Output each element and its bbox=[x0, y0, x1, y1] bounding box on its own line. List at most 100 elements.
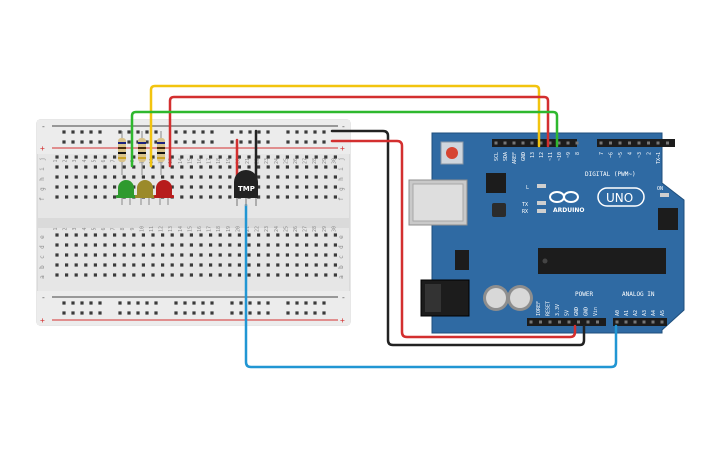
digital-pin-label: 13 bbox=[530, 152, 536, 158]
breadboard-hole bbox=[237, 165, 241, 169]
breadboard-hole bbox=[295, 233, 299, 237]
resistors[interactable] bbox=[118, 131, 165, 175]
header-pin[interactable] bbox=[618, 141, 622, 145]
header-pin[interactable] bbox=[521, 141, 525, 145]
breadboard-hole bbox=[113, 263, 117, 267]
header-pin[interactable] bbox=[660, 320, 664, 324]
resistor-2[interactable] bbox=[138, 131, 146, 175]
breadboard-hole bbox=[103, 195, 107, 199]
header-pin[interactable] bbox=[642, 320, 646, 324]
header-pin[interactable] bbox=[596, 320, 599, 324]
column-label: 4 bbox=[82, 227, 88, 230]
rail-hole bbox=[127, 140, 131, 144]
breadboard-hole bbox=[151, 185, 155, 189]
header-pin[interactable] bbox=[651, 320, 655, 324]
green-led[interactable] bbox=[116, 180, 136, 205]
breadboard-hole bbox=[333, 175, 337, 179]
column-label: 23 bbox=[264, 226, 270, 232]
row-label: a bbox=[338, 275, 345, 279]
header-pin[interactable] bbox=[494, 141, 498, 145]
breadboard-hole bbox=[247, 155, 251, 159]
header-pin[interactable] bbox=[656, 141, 660, 145]
header-pin[interactable] bbox=[586, 320, 590, 324]
breadboard-hole bbox=[74, 185, 78, 189]
header-pins bbox=[494, 141, 669, 324]
rail-hole bbox=[145, 140, 149, 144]
header-pin[interactable] bbox=[529, 320, 533, 324]
breadboard-hole bbox=[324, 233, 328, 237]
5v-power-wire[interactable] bbox=[330, 139, 577, 339]
breadboard-hole bbox=[84, 233, 88, 237]
rail-hole bbox=[266, 311, 270, 315]
breadboard-hole bbox=[276, 165, 280, 169]
breadboard-hole bbox=[93, 253, 97, 257]
header-pin[interactable] bbox=[615, 320, 619, 324]
header-pin[interactable] bbox=[557, 141, 561, 145]
rail-hole bbox=[118, 130, 122, 134]
row-label: f bbox=[338, 197, 345, 201]
header-pin[interactable] bbox=[566, 141, 570, 145]
sensor-signal-wire[interactable] bbox=[244, 203, 618, 369]
breadboard[interactable]: - + - + - + - + 112233445566778899101011… bbox=[36, 119, 351, 326]
breadboard-hole bbox=[170, 263, 174, 267]
resistor-3[interactable] bbox=[157, 131, 165, 175]
onboard-rx-led bbox=[537, 209, 546, 213]
header-pin[interactable] bbox=[548, 141, 552, 145]
header-pin[interactable] bbox=[539, 141, 543, 145]
header-pin[interactable] bbox=[666, 141, 669, 145]
resistor-1[interactable] bbox=[118, 131, 126, 175]
breadboard-hole bbox=[170, 243, 174, 247]
column-label: 23 bbox=[264, 158, 270, 164]
header-pin[interactable] bbox=[558, 320, 561, 324]
temperature-sensor[interactable]: TMP bbox=[234, 170, 258, 206]
header-pin[interactable] bbox=[503, 141, 507, 145]
header-pin[interactable] bbox=[539, 320, 542, 324]
rail-hole bbox=[266, 130, 270, 134]
header-pin[interactable] bbox=[567, 320, 571, 324]
breadboard-hole bbox=[55, 185, 59, 189]
header-pin[interactable] bbox=[548, 320, 552, 324]
header-pin[interactable] bbox=[647, 141, 650, 145]
yellow-led[interactable] bbox=[135, 180, 155, 205]
breadboard-hole bbox=[189, 233, 193, 237]
header-pin[interactable] bbox=[599, 141, 603, 145]
wires[interactable] bbox=[130, 84, 618, 369]
rail-hole bbox=[71, 311, 75, 315]
breadboard-hole bbox=[65, 253, 69, 257]
header-pin[interactable] bbox=[577, 320, 580, 324]
header-pin[interactable] bbox=[530, 141, 534, 145]
breadboard-hole bbox=[305, 243, 309, 247]
reset-button-cap[interactable] bbox=[446, 147, 458, 159]
rail-hole bbox=[118, 301, 122, 305]
red-signal-wire[interactable] bbox=[168, 95, 550, 168]
breadboard-hole bbox=[74, 243, 78, 247]
yellow-wire[interactable] bbox=[149, 84, 541, 168]
green-wire[interactable] bbox=[130, 110, 559, 168]
breadboard-hole bbox=[333, 185, 337, 189]
header-pin[interactable] bbox=[637, 141, 641, 145]
digital-pin-label: SDA bbox=[503, 152, 509, 161]
header-pin[interactable] bbox=[512, 141, 516, 145]
breadboard-hole bbox=[228, 155, 232, 159]
header-pin[interactable] bbox=[633, 320, 637, 324]
breadboard-hole bbox=[295, 195, 299, 199]
rail-hole bbox=[192, 140, 196, 144]
header-pin[interactable] bbox=[624, 320, 628, 324]
header-pin[interactable] bbox=[628, 141, 631, 145]
breadboard-hole bbox=[55, 273, 59, 277]
breadboard-hole bbox=[141, 243, 145, 247]
breadboard-hole bbox=[228, 253, 232, 257]
column-label: 5 bbox=[91, 159, 97, 162]
red-led[interactable] bbox=[154, 180, 174, 205]
breadboard-hole bbox=[161, 263, 165, 267]
leds[interactable] bbox=[116, 180, 174, 205]
rail-hole bbox=[201, 130, 205, 134]
header-pin[interactable] bbox=[575, 141, 579, 145]
column-label: 30 bbox=[331, 226, 337, 232]
breadboard-hole bbox=[257, 273, 261, 277]
ground-wire[interactable] bbox=[330, 129, 586, 347]
arduino-uno-board[interactable]: L TX RX ON ARDUINO UNO DIGITAL (PWM~) PO… bbox=[408, 132, 685, 334]
rail-hole bbox=[295, 130, 299, 134]
header-pin[interactable] bbox=[609, 141, 612, 145]
